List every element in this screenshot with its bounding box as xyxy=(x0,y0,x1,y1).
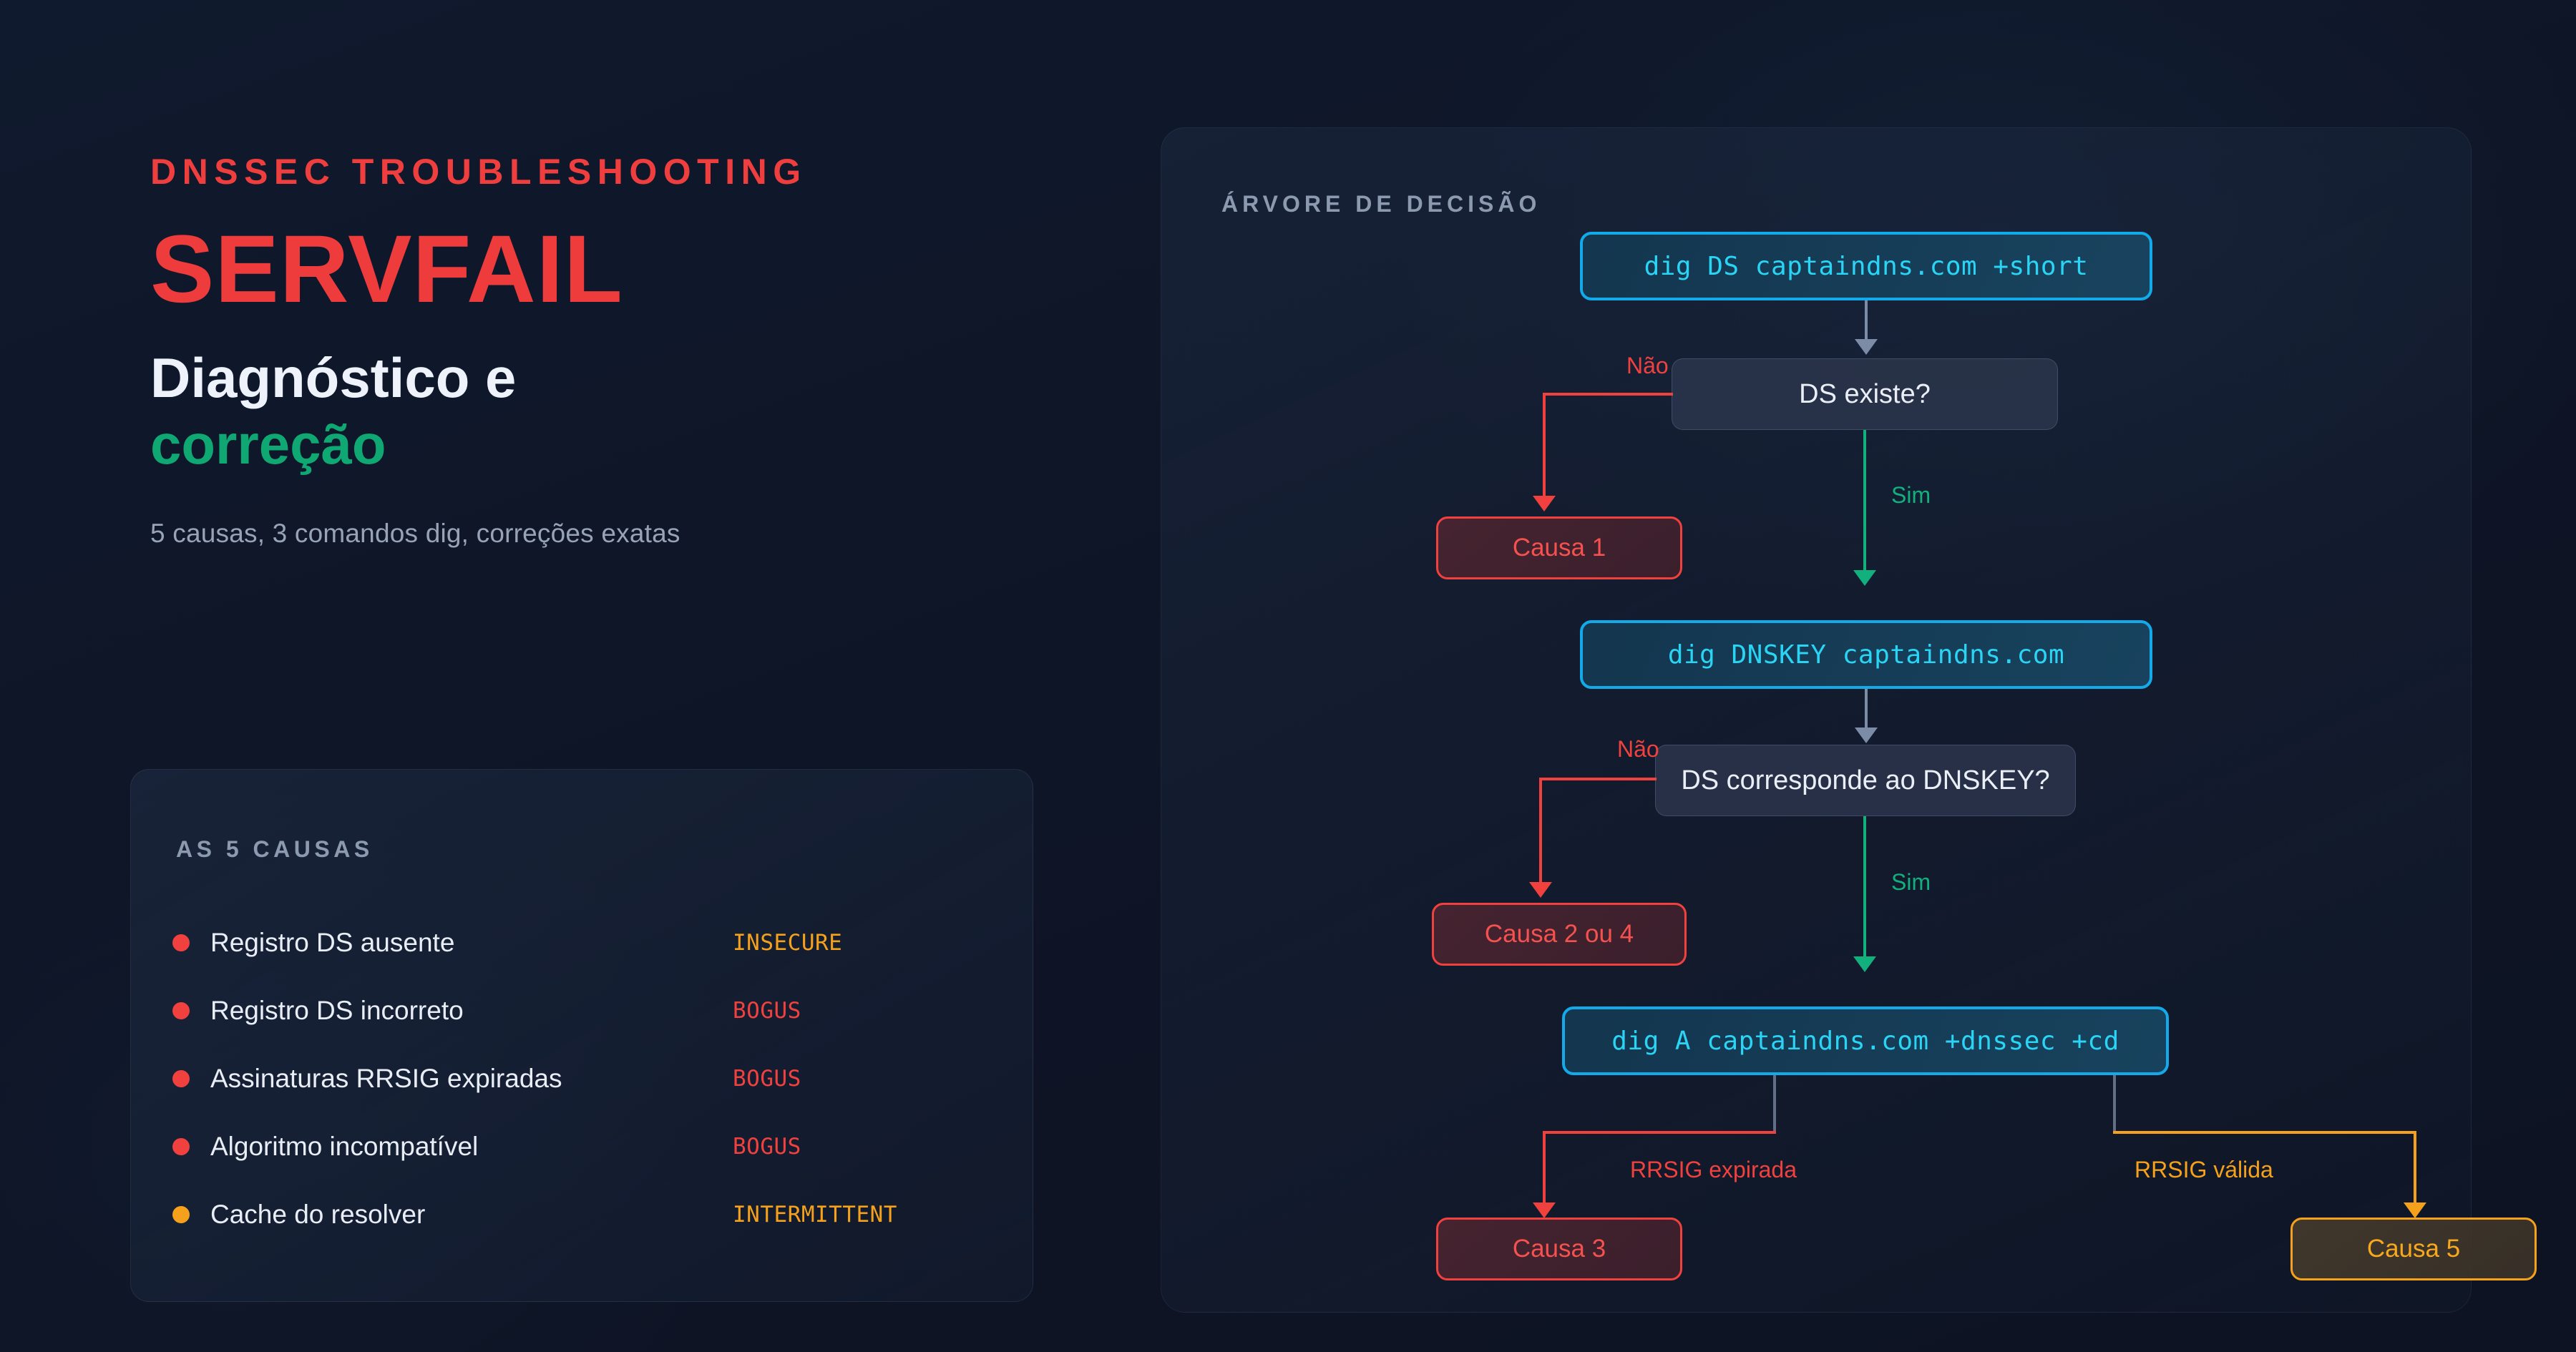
subtitle-line-2: correção xyxy=(150,412,386,476)
edge-label-rrsig-valid: RRSIG válida xyxy=(2135,1157,2273,1182)
decision-node-ds-exists[interactable]: DS existe? xyxy=(1672,358,2058,430)
subtitle-line-1: Diagnóstico e xyxy=(150,346,517,410)
edge-label-no-2: Não xyxy=(1617,736,1659,762)
cause-status-badge: BOGUS xyxy=(733,1133,801,1160)
cause-list-item: Algoritmo incompatível BOGUS xyxy=(172,1112,988,1180)
connector-yes1-vertical xyxy=(1863,430,1866,573)
connector-rrsig-valid-horizontal xyxy=(2113,1131,2416,1134)
command-node-dig-dnskey[interactable]: dig DNSKEY captaindns.com xyxy=(1580,620,2152,689)
cause-bullet-icon xyxy=(172,1069,190,1087)
connector-no1-vertical xyxy=(1543,393,1546,499)
arrowhead-no2 xyxy=(1529,882,1552,898)
cause-status-badge: BOGUS xyxy=(733,997,801,1024)
command-node-dig-ds[interactable]: dig DS captaindns.com +short xyxy=(1580,232,2152,300)
cause-list-item: Assinaturas RRSIG expiradas BOGUS xyxy=(172,1044,988,1112)
arrowhead-cmd1-to-decision1 xyxy=(1855,339,1878,355)
arrowhead-yes2 xyxy=(1853,956,1876,972)
connector-cmd1-to-decision1 xyxy=(1865,300,1868,342)
cause-node-5[interactable]: Causa 5 xyxy=(2290,1218,2537,1280)
edge-label-yes-1: Sim xyxy=(1891,482,1931,508)
cause-label: Assinaturas RRSIG expiradas xyxy=(210,1063,562,1093)
cause-bullet-icon xyxy=(172,934,190,951)
arrowhead-cmd2-to-decision2 xyxy=(1855,728,1878,743)
cause-node-1[interactable]: Causa 1 xyxy=(1436,516,1682,579)
causes-list: Registro DS ausente INSECURE Registro DS i… xyxy=(172,908,988,1248)
decision-node-ds-matches-dnskey[interactable]: DS corresponde ao DNSKEY? xyxy=(1655,745,2076,816)
connector-no2-vertical xyxy=(1539,778,1542,885)
decision-tree-title: ÁRVORE DE DECISÃO xyxy=(1221,191,1541,217)
connector-cmd3-right-stub xyxy=(2113,1075,2116,1132)
cause-list-item: Cache do resolver INTERMITTENT xyxy=(172,1180,988,1248)
eyebrow-label: DNSSEC TROUBLESHOOTING xyxy=(150,152,807,192)
arrowhead-yes1 xyxy=(1853,570,1876,586)
connector-rrsig-expired-horizontal xyxy=(1543,1131,1776,1134)
cause-node-2-or-4[interactable]: Causa 2 ou 4 xyxy=(1432,903,1687,966)
cause-label: Registro DS incorreto xyxy=(210,995,464,1025)
connector-rrsig-valid-vertical xyxy=(2414,1131,2416,1205)
decision-tree-panel: ÁRVORE DE DECISÃO dig DS captaindns.com … xyxy=(1161,127,2537,1313)
cause-bullet-icon xyxy=(172,1137,190,1155)
cause-label: Cache do resolver xyxy=(210,1199,426,1229)
arrowhead-rrsig-expired xyxy=(1533,1202,1556,1218)
connector-yes2-vertical xyxy=(1863,816,1866,959)
cause-list-item: Registro DS incorreto BOGUS xyxy=(172,976,988,1044)
cause-list-item: Registro DS ausente INSECURE xyxy=(172,908,988,976)
connector-rrsig-expired-vertical xyxy=(1543,1131,1546,1205)
cause-label: Registro DS ausente xyxy=(210,927,455,957)
arrowhead-no1 xyxy=(1533,496,1556,511)
edge-label-no-1: Não xyxy=(1626,353,1669,378)
cause-status-badge: INTERMITTENT xyxy=(733,1201,897,1228)
connector-no2-horizontal xyxy=(1539,778,1657,780)
edge-label-yes-2: Sim xyxy=(1891,869,1931,895)
cause-status-badge: BOGUS xyxy=(733,1065,801,1092)
cause-node-3[interactable]: Causa 3 xyxy=(1436,1218,1682,1280)
connector-cmd2-to-decision2 xyxy=(1865,689,1868,730)
cause-status-badge: INSECURE xyxy=(733,929,843,956)
arrowhead-rrsig-valid xyxy=(2404,1202,2426,1218)
description-text: 5 causas, 3 comandos dig, correções exat… xyxy=(150,518,680,548)
hero-section: DNSSEC TROUBLESHOOTING SERVFAIL Diagnóst… xyxy=(150,154,1066,549)
connector-no1-horizontal xyxy=(1543,393,1673,396)
causes-card-title: AS 5 CAUSAS xyxy=(176,836,374,862)
connector-cmd3-left-stub xyxy=(1773,1075,1776,1132)
cause-bullet-icon xyxy=(172,1205,190,1223)
cause-bullet-icon xyxy=(172,1001,190,1019)
command-node-dig-a-dnssec[interactable]: dig A captaindns.com +dnssec +cd xyxy=(1562,1006,2169,1075)
cause-label: Algoritmo incompatível xyxy=(210,1131,479,1161)
edge-label-rrsig-expired: RRSIG expirada xyxy=(1630,1157,1797,1182)
page-title: SERVFAIL xyxy=(150,216,623,323)
